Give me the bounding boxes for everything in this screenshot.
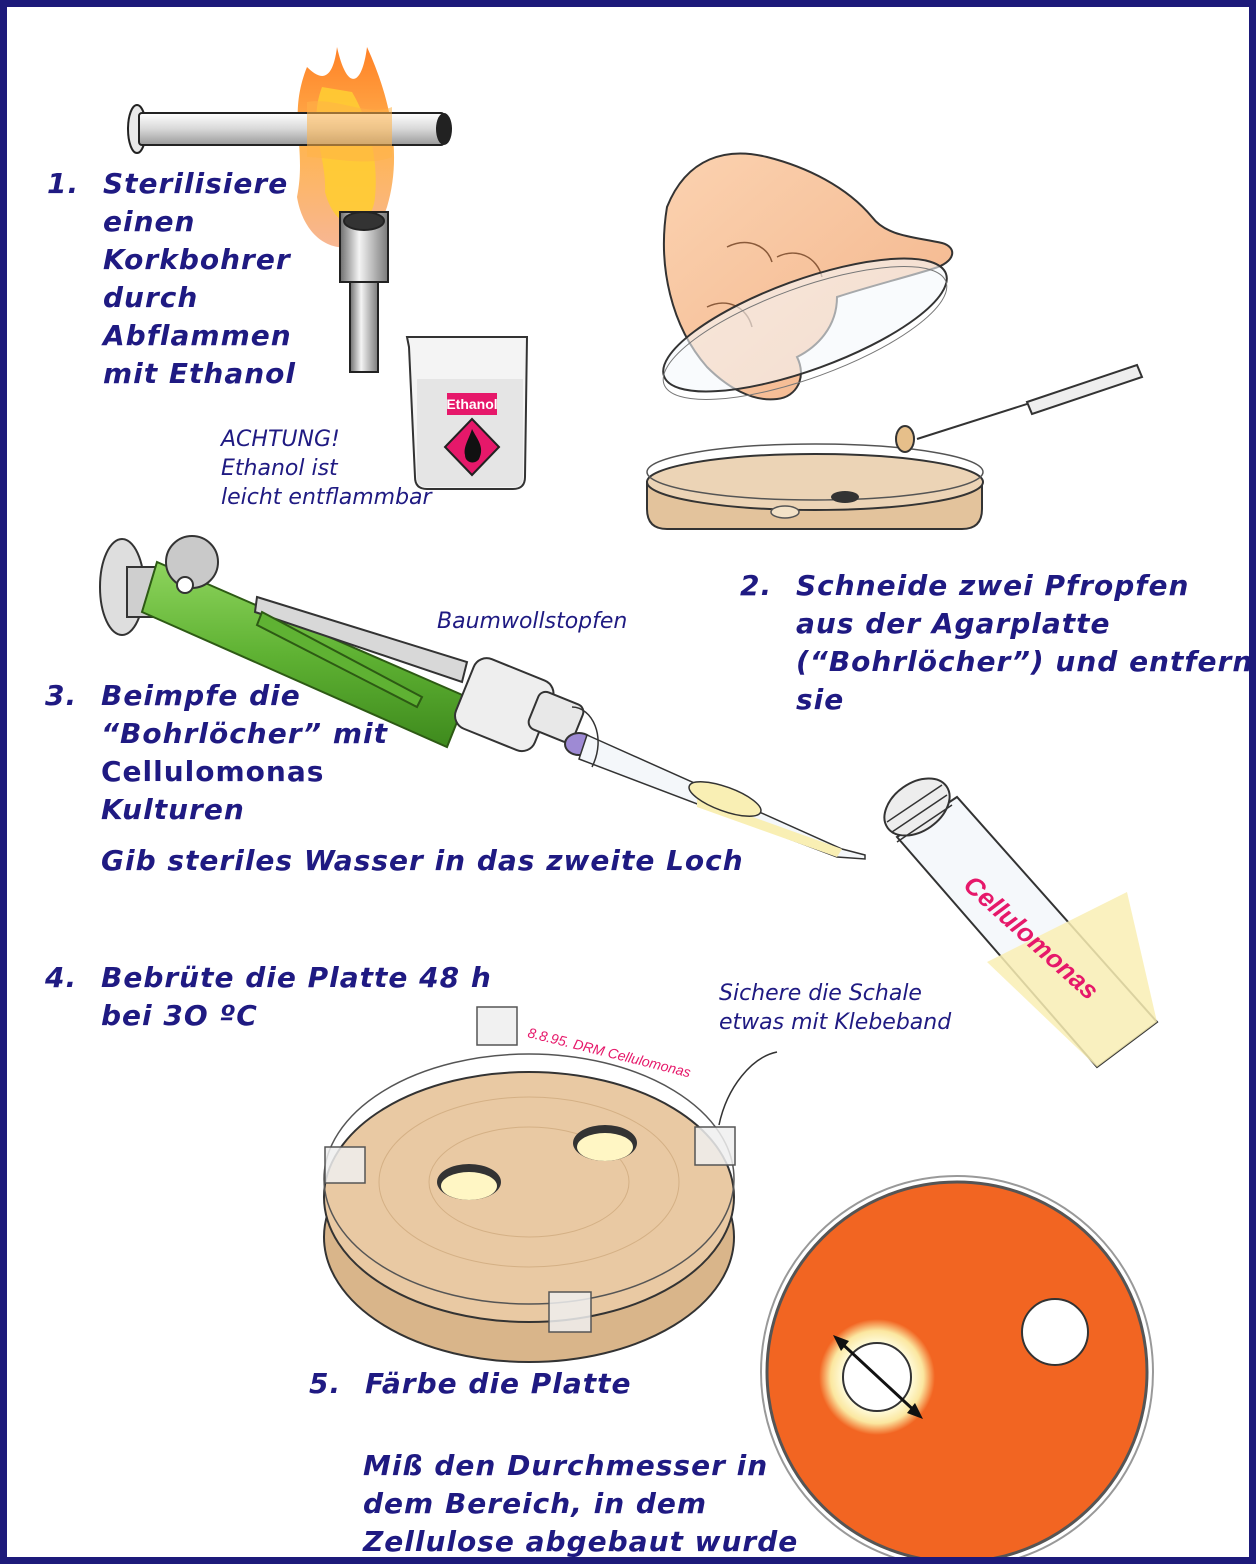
step-3-line: Beimpfe die — [101, 679, 301, 712]
step-1-number: 1. — [47, 165, 103, 203]
tape-note-line: etwas mit Klebeband — [719, 1008, 951, 1037]
step-3-line: Cellulomonas — [101, 753, 388, 791]
cork-borer-with-plug — [896, 365, 1142, 452]
petri-dish-open — [647, 444, 983, 529]
step-2-line: sie — [796, 681, 1256, 719]
step-1-line: Abflammen — [103, 317, 296, 355]
step-4: 4.Bebrüte die Platte 48 h bei 3O ºC — [45, 959, 492, 1035]
step-2: 2.Schneide zwei Pfropfen aus der Agarpla… — [740, 567, 1256, 719]
step-3-line: “Bohrlöcher” mit — [101, 715, 388, 753]
step-3-extra: Gib steriles Wasser in das zweite Loch — [101, 842, 744, 880]
step-1: 1.Sterilisiere einen Korkbohrer durch Ab… — [47, 165, 296, 393]
step-4-line: bei 3O ºC — [101, 997, 492, 1035]
hand-lifting-lid — [649, 154, 962, 427]
warning-line: leicht entflammbar — [221, 483, 432, 512]
step-4-number: 4. — [45, 959, 101, 997]
step-5-line: Zellulose abgebaut wurde — [363, 1523, 798, 1561]
step-3-number: 3. — [45, 677, 101, 715]
pipette — [572, 707, 865, 859]
step-3-line: Kulturen — [101, 791, 388, 829]
cotton-plug-label: Baumwollstopfen — [437, 607, 627, 636]
warning-line: ACHTUNG! — [221, 425, 432, 454]
step-1-line: einen — [103, 203, 296, 241]
step-3: 3.Beimpfe die “Bohrlöcher” mit Cellulomo… — [45, 677, 388, 829]
taped-petri-dish — [324, 1007, 777, 1362]
ethanol-warning: ACHTUNG! Ethanol ist leicht entflammbar — [221, 425, 432, 512]
stained-plate — [761, 1176, 1153, 1564]
step-2-line: aus der Agarplatte — [796, 605, 1256, 643]
step-5-number: 5. — [309, 1365, 365, 1403]
tape-note: Sichere die Schale etwas mit Klebeband — [719, 979, 951, 1037]
step-5-instructions: Miß den Durchmesser in dem Bereich, in d… — [363, 1447, 798, 1561]
step-2-line: Schneide zwei Pfropfen — [796, 569, 1189, 602]
step-5: 5.Färbe die Platte — [309, 1365, 632, 1403]
step-1-line: durch — [103, 279, 296, 317]
warning-line: Ethanol ist — [221, 454, 432, 483]
tape-note-line: Sichere die Schale — [719, 979, 951, 1008]
beaker-label: Ethanol — [446, 396, 497, 412]
step-1-line: mit Ethanol — [103, 355, 296, 393]
step-1-line: Sterilisiere — [103, 167, 288, 200]
step-5-line: Miß den Durchmesser in — [363, 1447, 798, 1485]
step-2-number: 2. — [740, 567, 796, 605]
step-5-title: Färbe die Platte — [365, 1367, 632, 1400]
step-1-line: Korkbohrer — [103, 241, 296, 279]
step-2-line: (“Bohrlöcher”) und entferne — [796, 643, 1256, 681]
step-5-line: dem Bereich, in dem — [363, 1485, 798, 1523]
step-4-line: Bebrüte die Platte 48 h — [101, 961, 492, 994]
